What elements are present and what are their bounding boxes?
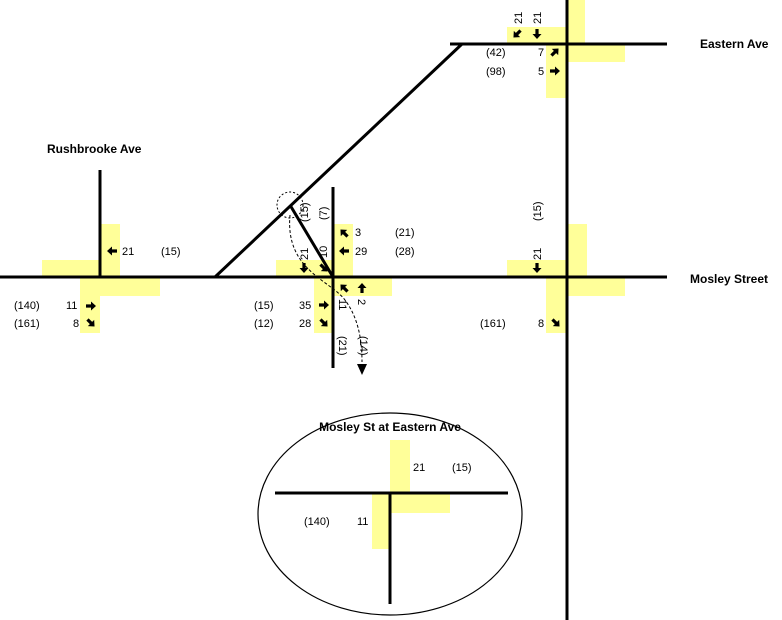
volume-label: 21	[299, 248, 311, 260]
volume-label: 21	[532, 248, 544, 260]
volume-label: 21	[122, 246, 134, 258]
inset-ellipse	[257, 412, 523, 616]
slip-road	[288, 204, 335, 278]
diagonal-road	[213, 42, 464, 279]
volume-label: 11	[336, 299, 348, 310]
dashed-path	[289, 214, 363, 363]
volume-label: (21)	[395, 227, 415, 239]
volume-label: 8	[73, 318, 79, 330]
volume-label: 7	[538, 47, 544, 59]
volume-label: (15)	[254, 300, 274, 312]
volume-label: (140)	[14, 300, 40, 312]
rushbrooke-ave-label: Rushbrooke Ave	[47, 142, 142, 156]
volume-label: (42)	[486, 47, 506, 59]
mosley-street-label: Mosley Street	[690, 272, 768, 286]
volume-label: (98)	[486, 66, 506, 78]
volume-label: (21)	[336, 336, 348, 356]
volume-label: 10	[318, 246, 330, 258]
volume-label: (15)	[452, 462, 472, 474]
volume-label: (12)	[254, 318, 274, 330]
inset-view: Mosley St at Eastern Ave 21 (15) (140) 1…	[257, 412, 523, 616]
volume-label: 11	[357, 516, 368, 528]
volume-label: 8	[538, 318, 544, 330]
volume-label: 21	[513, 12, 525, 24]
volume-label: (15)	[532, 201, 544, 221]
volume-label: 2	[355, 299, 367, 305]
volume-label: 11	[66, 300, 77, 312]
volume-label: 3	[355, 227, 361, 239]
roads	[0, 0, 667, 620]
arrowhead-down-icon	[357, 364, 367, 375]
volume-label: 28	[299, 318, 311, 330]
volume-label: (161)	[14, 318, 40, 330]
inset-title: Mosley St at Eastern Ave	[319, 420, 461, 434]
volume-label: 5	[538, 66, 544, 78]
volume-label: (161)	[480, 318, 506, 330]
eastern-ave-label: Eastern Ave	[700, 37, 769, 51]
volume-label: (14)	[357, 336, 369, 356]
volume-label: 29	[355, 246, 367, 258]
volume-label: (28)	[395, 246, 415, 258]
volume-label: 35	[299, 300, 311, 312]
volume-label: (15)	[299, 202, 311, 222]
volume-label: (7)	[318, 207, 330, 220]
volume-label: (140)	[304, 516, 330, 528]
volume-label: 21	[532, 12, 544, 24]
volume-label: (15)	[161, 246, 181, 258]
volume-label: 21	[413, 462, 425, 474]
